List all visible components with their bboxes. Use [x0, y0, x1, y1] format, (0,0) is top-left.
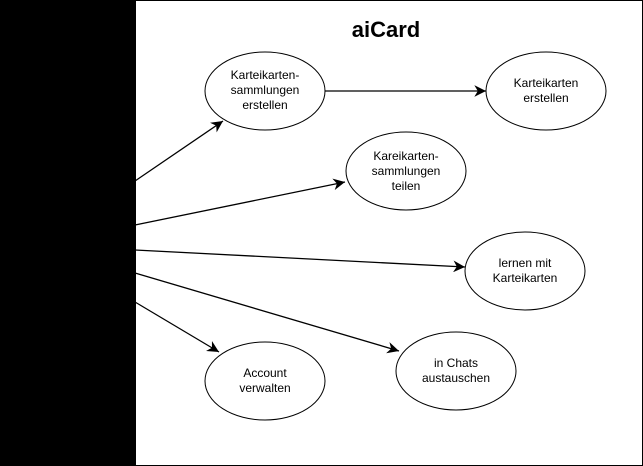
use-case-label-line: in Chats	[434, 356, 478, 370]
use-case-share-collections[interactable]: Kareikarten- sammlungen teilen	[345, 131, 467, 211]
use-case-create-collections[interactable]: Karteikarten- sammlungen erstellen	[204, 51, 326, 131]
use-case-label-line: Karteikarten	[493, 271, 558, 285]
connections-layer	[134, 85, 486, 354]
use-case-label-line: Karteikarten-	[231, 68, 300, 82]
use-case-ellipse	[204, 341, 326, 421]
use-case-learn[interactable]: lernen mit Karteikarten	[464, 231, 586, 311]
use-case-label-line: teilen	[392, 179, 421, 193]
use-case-ellipse	[485, 51, 607, 131]
association-arrow-uc-share-collections	[134, 178, 346, 226]
use-case-label-line: sammlungen	[372, 164, 441, 178]
use-case-label-line: erstellen	[242, 98, 287, 112]
use-case-label-line: verwalten	[239, 381, 290, 395]
association-arrow-uc-chat	[134, 272, 400, 354]
use-case-label-line: lernen mit	[499, 256, 552, 270]
use-case-label-line: sammlungen	[231, 83, 300, 97]
use-case-chat[interactable]: in Chats austauschen	[395, 331, 517, 411]
use-case-ellipse	[204, 51, 326, 131]
use-case-ellipse	[395, 331, 517, 411]
use-case-ellipse	[464, 231, 586, 311]
diagram-title: aiCard	[352, 17, 420, 42]
use-case-ellipse	[345, 131, 467, 211]
association-arrow-uc-account	[134, 301, 220, 353]
association-arrow-uc-learn	[134, 249, 466, 273]
use-case-label-line: Karteikarten	[514, 76, 579, 90]
use-case-label-line: Account	[243, 366, 287, 380]
use-case-label-line: Kareikarten-	[373, 149, 438, 163]
use-case-create-cards[interactable]: Karteikarten erstellen	[485, 51, 607, 131]
use-case-label-line: erstellen	[523, 91, 568, 105]
use-case-label-line: austauschen	[422, 371, 490, 385]
use-case-account[interactable]: Account verwalten	[204, 341, 326, 421]
association-arrow-uc-create-collections	[134, 120, 224, 182]
